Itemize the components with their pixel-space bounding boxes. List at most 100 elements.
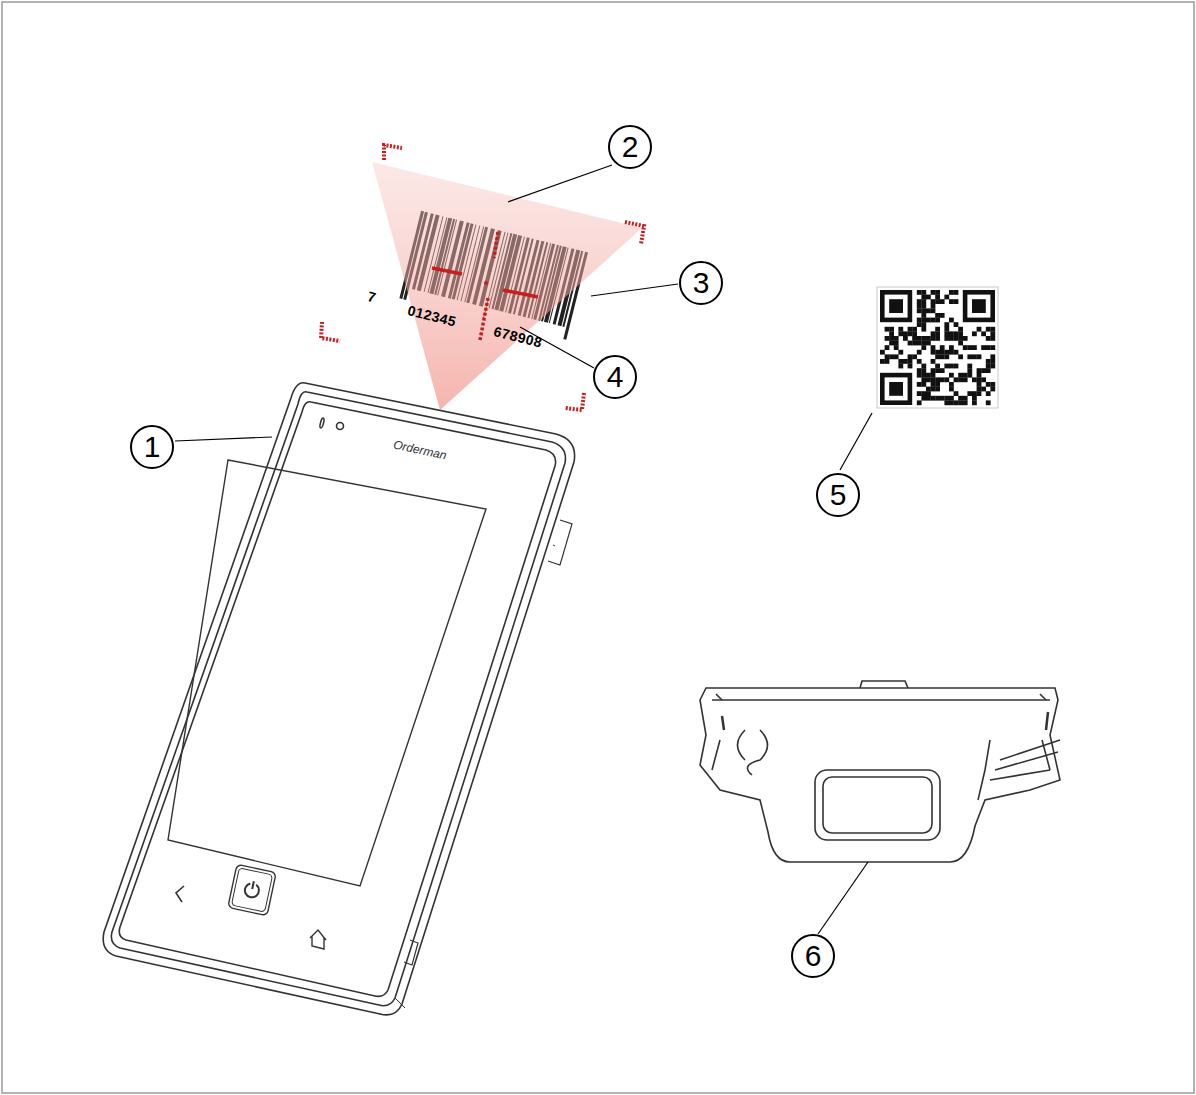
qr-module [921, 327, 926, 332]
qr-module [931, 299, 936, 304]
qr-module [944, 322, 949, 327]
qr-module [885, 345, 890, 350]
qr-module [926, 308, 931, 313]
qr-module [958, 377, 963, 382]
qr-module [931, 368, 936, 373]
qr-module [954, 331, 959, 336]
qr-module [921, 336, 926, 341]
qr-module [972, 331, 977, 336]
scan-beam [372, 162, 642, 410]
qr-module [912, 341, 917, 346]
qr-module [986, 400, 991, 405]
qr-module [977, 387, 982, 392]
qr-module [990, 364, 995, 369]
qr-module [931, 359, 936, 364]
qr-module [908, 341, 913, 346]
qr-module [954, 364, 959, 369]
qr-module [935, 354, 940, 359]
qr-finder [889, 382, 903, 396]
qr-finder [882, 292, 910, 320]
qr-module [958, 327, 963, 332]
qr-module [990, 354, 995, 359]
qr-module [940, 299, 945, 304]
qr-module [954, 377, 959, 382]
qr-module [931, 377, 936, 382]
qr-module [958, 354, 963, 359]
qr-module [958, 373, 963, 378]
qr-module [908, 354, 913, 359]
qr-module [990, 359, 995, 364]
qr-module [889, 327, 894, 332]
qr-module [935, 290, 940, 295]
qr-module [977, 373, 982, 378]
qr-module [990, 327, 995, 332]
qr-module [926, 373, 931, 378]
qr-module [931, 318, 936, 323]
qr-module [986, 364, 991, 369]
qr-module [958, 336, 963, 341]
qr-module [949, 382, 954, 387]
qr-module [981, 368, 986, 373]
qr-module [940, 313, 945, 318]
qr-module [944, 396, 949, 401]
qr-finder [972, 299, 986, 313]
qr-module [986, 382, 991, 387]
qr-module [912, 331, 917, 336]
qr-module [986, 391, 991, 396]
qr-module [986, 345, 991, 350]
qr-module [990, 387, 995, 392]
callout-number: 3 [679, 261, 723, 305]
qr-module [990, 382, 995, 387]
qr-module [926, 341, 931, 346]
qr-module [963, 373, 968, 378]
qr-module [940, 396, 945, 401]
qr-module [981, 345, 986, 350]
qr-module [889, 354, 894, 359]
qr-module [935, 387, 940, 392]
qr-finder [882, 375, 910, 403]
qr-module [935, 313, 940, 318]
qr-module [908, 364, 913, 369]
qr-module [972, 400, 977, 405]
qr-module [894, 345, 899, 350]
qr-module [963, 345, 968, 350]
qr-module [944, 327, 949, 332]
qr-module [917, 318, 922, 323]
qr-module [898, 359, 903, 364]
qr-module [931, 290, 936, 295]
qr-module [940, 368, 945, 373]
qr-module [967, 364, 972, 369]
qr-module [921, 364, 926, 369]
qr-module [954, 322, 959, 327]
qr-module [921, 313, 926, 318]
qr-module [935, 364, 940, 369]
qr-module [944, 331, 949, 336]
qr-module [921, 345, 926, 350]
qr-module [972, 377, 977, 382]
qr-module [935, 336, 940, 341]
qr-module [917, 299, 922, 304]
qr-module [944, 350, 949, 355]
qr-module [949, 345, 954, 350]
qr-module [967, 373, 972, 378]
qr-module [889, 331, 894, 336]
qr-module [921, 318, 926, 323]
qr-module [990, 345, 995, 350]
qr-module [921, 290, 926, 295]
leader-lines [175, 165, 872, 934]
qr-module [921, 391, 926, 396]
qr-module [935, 299, 940, 304]
qr-module [880, 350, 885, 355]
qr-module [908, 331, 913, 336]
qr-module [935, 327, 940, 332]
qr-module [967, 345, 972, 350]
qr-module [949, 350, 954, 355]
qr-module [977, 377, 982, 382]
qr-module [931, 396, 936, 401]
qr-module [944, 377, 949, 382]
qr-module [931, 373, 936, 378]
qr-code [877, 287, 998, 408]
callout-number: 6 [791, 934, 835, 978]
qr-module [931, 345, 936, 350]
qr-module [917, 322, 922, 327]
